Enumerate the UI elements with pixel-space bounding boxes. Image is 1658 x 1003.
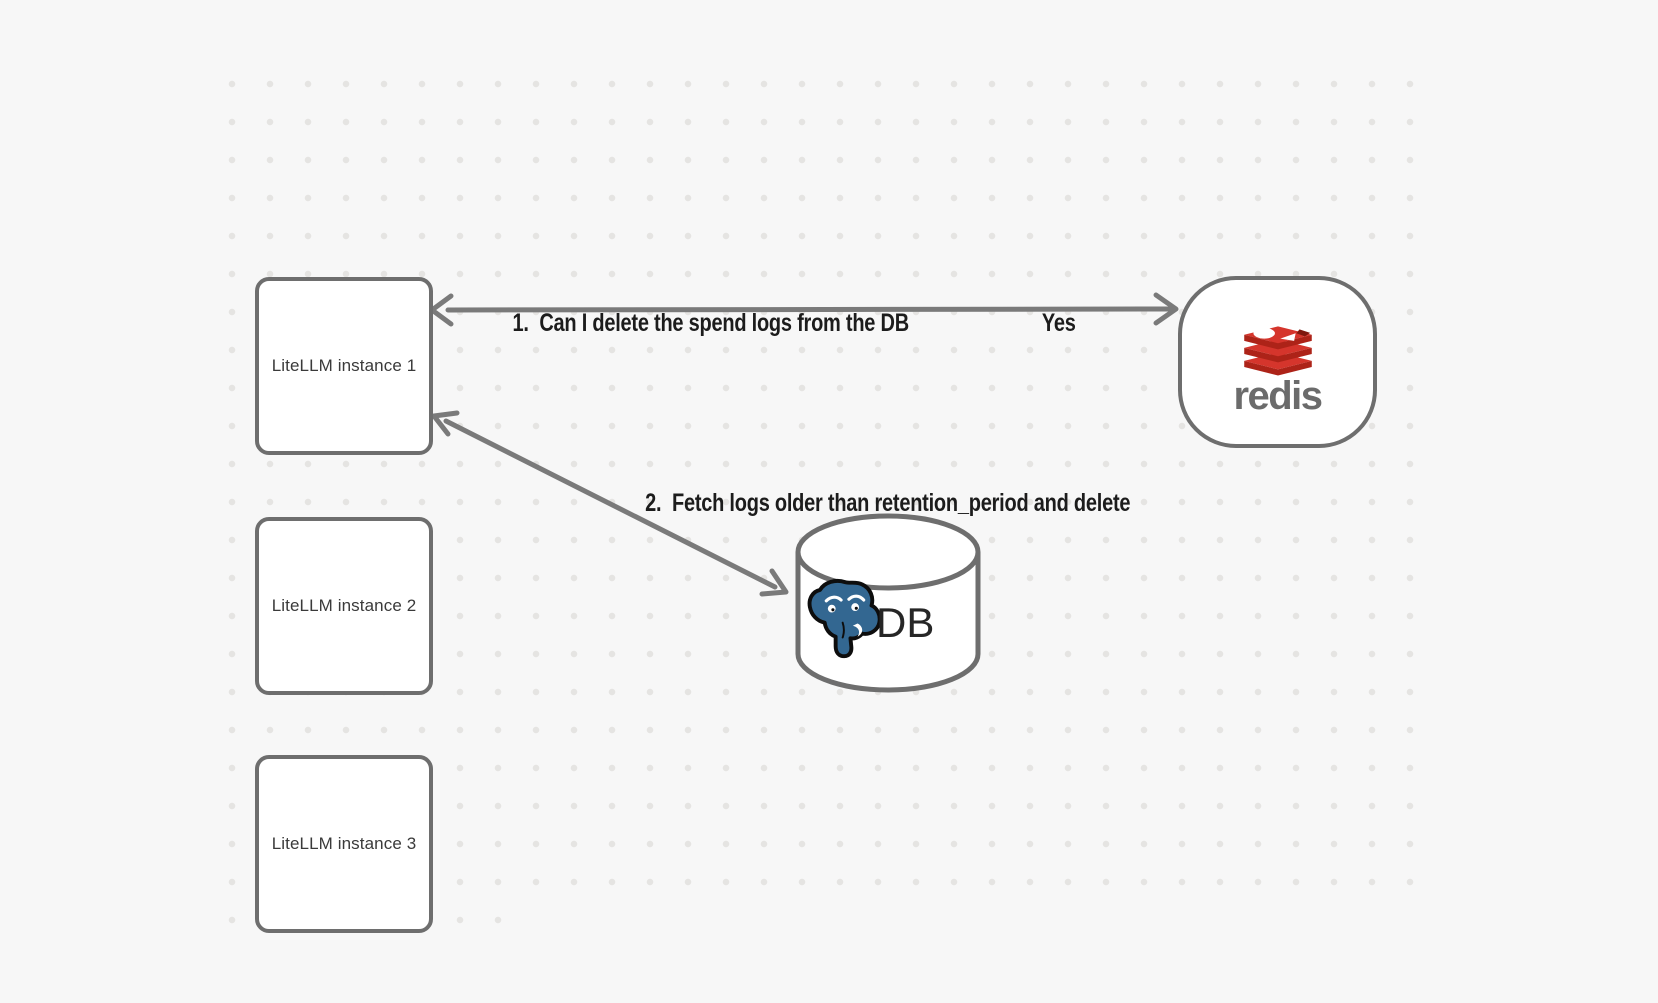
arrow2-label: 2. Fetch logs older than retention_perio… [644,489,1130,517]
node-label: LiteLLM instance 3 [271,834,417,853]
node-litellm-instance-2: LiteLLM instance 2 [255,517,433,695]
arrowhead-right-icon [1153,292,1179,326]
arrowhead-upper-icon [431,410,460,437]
arrowhead-lower-icon [759,568,789,597]
redis-logo-icon [1243,313,1312,376]
node-label: LiteLLM instance 2 [271,596,417,615]
node-redis: redis [1178,276,1377,448]
node-litellm-instance-1: LiteLLM instance 1 [255,277,433,455]
arrow1-answer-label: Yes [1041,309,1076,337]
arrow1-label: 1. Can I delete the spend logs from the … [512,309,909,337]
arrow-litellm-db [431,410,789,597]
node-litellm-instance-3: LiteLLM instance 3 [255,755,433,933]
postgresql-elephant-icon [807,578,882,659]
db-label: DB [876,599,935,646]
node-label: LiteLLM instance 1 [271,356,417,375]
redis-wordmark: redis [1233,374,1323,418]
